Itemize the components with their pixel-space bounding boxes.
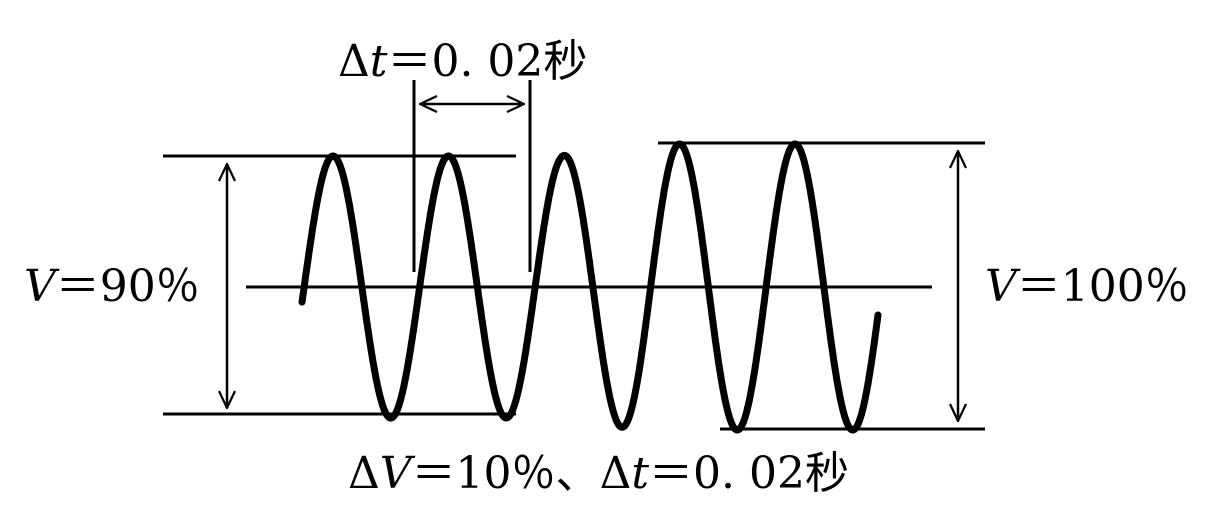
voltage-90-label: V＝90％: [24, 265, 200, 309]
time-variable: t: [631, 448, 650, 499]
delta-symbol: Δ: [348, 448, 380, 499]
voltage-variable: V: [379, 448, 412, 499]
delta-t-value: ＝0. 02秒: [387, 36, 588, 87]
sine-waveform: [298, 140, 882, 434]
delta-v-delta-t-label: ΔV＝10％、Δt＝0. 02秒: [348, 452, 849, 496]
delta-v-value: ＝10％、: [411, 448, 600, 499]
delta-symbol: Δ: [599, 448, 632, 499]
voltage-variable: V: [985, 261, 1017, 312]
voltage-100-label: V＝100％: [985, 265, 1189, 309]
delta-symbol: Δ: [338, 36, 370, 87]
delta-t-top-label: Δt＝0. 02秒: [338, 40, 587, 84]
voltage-100-value: ＝100％: [1016, 261, 1189, 312]
time-variable: t: [369, 36, 388, 87]
delta-t-value: ＝0. 02秒: [649, 448, 849, 499]
voltage-90-value: ＝90％: [55, 261, 200, 312]
voltage-variable: V: [24, 261, 56, 312]
